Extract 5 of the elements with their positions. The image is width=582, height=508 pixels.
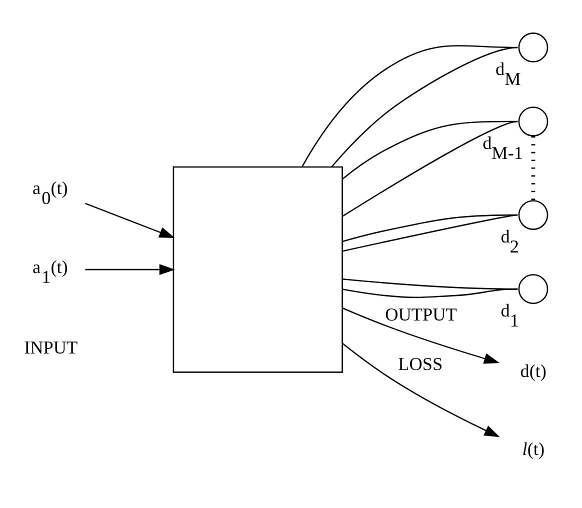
edge-label: LOSS — [398, 354, 443, 374]
edge-label: OUTPUT — [385, 304, 457, 324]
node-text: l(t) — [522, 438, 545, 459]
node-text: d(t) — [520, 361, 546, 381]
label: INPUT — [24, 338, 78, 358]
